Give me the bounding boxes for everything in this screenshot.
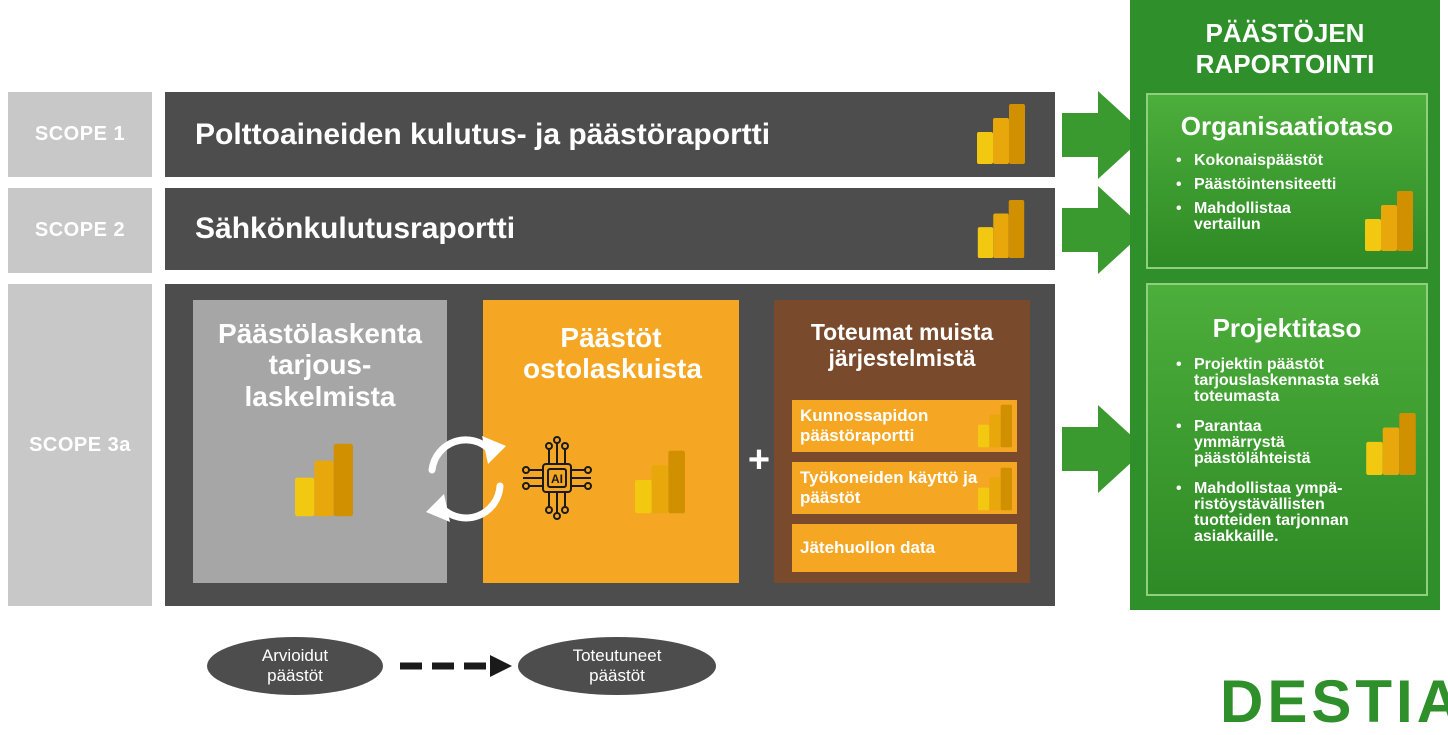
project-level-card: Projektitaso Projektin päästöt tarjousla…	[1146, 283, 1428, 596]
list-item: Päästöintensiteetti	[1170, 177, 1360, 194]
arrow-right-icon	[1062, 91, 1146, 179]
power-bi-icon	[977, 104, 1025, 164]
arrow-right-icon	[1062, 405, 1146, 493]
power-bi-icon	[635, 450, 685, 514]
power-bi-icon	[978, 467, 1012, 511]
scope-1-bar: Polttoaineiden kulutus- ja päästöraportt…	[165, 92, 1055, 177]
list-item: Parantaa ymmärrystä päästölähteistä	[1170, 419, 1334, 467]
purchases-title: Päästöt ostolaskuista	[523, 322, 702, 385]
arrow-right-icon	[1062, 186, 1146, 274]
estimate-column: Päästölaskenta tarjous-laskelmista	[193, 300, 447, 583]
organisation-level-title: Organisaatiotaso	[1180, 111, 1394, 141]
organisation-level-list: Kokonaispäästöt Päästöintensiteetti Mahd…	[1170, 153, 1360, 241]
waste-management-item: Jätehuollon data	[792, 524, 1017, 572]
scope-2-label: SCOPE 2	[8, 188, 152, 273]
refresh-cycle-icon	[426, 436, 506, 522]
dashed-arrow-icon	[400, 655, 512, 677]
scope-2-bar: Sähkönkulutusraportti	[165, 188, 1055, 270]
plus-sign: +	[747, 439, 771, 481]
estimate-title: Päästölaskenta tarjous-laskelmista	[218, 318, 422, 412]
list-item: Kokonaispäästöt	[1170, 153, 1360, 170]
svg-text:AI: AI	[551, 472, 563, 486]
other-systems-title: Toteumat muista järjestelmistä	[810, 319, 994, 371]
organisation-level-card: Organisaatiotaso Kokonaispäästöt Päästöi…	[1146, 93, 1428, 269]
scope-2-title: Sähkönkulutusraportti	[195, 212, 516, 245]
scope-1-label: SCOPE 1	[8, 92, 152, 177]
project-level-list: Projektin päästöt tarjouslaskennasta sek…	[1170, 357, 1390, 553]
power-bi-icon	[295, 443, 353, 517]
power-bi-icon	[978, 404, 1012, 448]
list-item: Mahdollistaa vertailun	[1170, 201, 1324, 233]
reporting-panel: PÄÄSTÖJEN RAPORTOINTI Organisaatiotaso K…	[1130, 0, 1440, 610]
project-level-title: Projektitaso	[1212, 313, 1362, 343]
purchases-column: Päästöt ostolaskuista AI	[483, 300, 739, 583]
power-bi-icon	[977, 200, 1025, 258]
power-bi-icon	[1366, 413, 1416, 475]
ai-chip-icon: AI	[522, 436, 592, 520]
reporting-header: PÄÄSTÖJEN RAPORTOINTI	[1195, 18, 1375, 80]
scope-3a-label: SCOPE 3a	[8, 284, 152, 606]
power-bi-icon	[1365, 191, 1413, 251]
list-item: Mahdollistaa ympä-ristöystävällisten tuo…	[1170, 481, 1390, 545]
list-item: Projektin päästöt tarjouslaskennasta sek…	[1170, 357, 1390, 405]
other-systems-column: Toteumat muista järjestelmistä Kunnossap…	[774, 300, 1030, 583]
scope-1-title: Polttoaineiden kulutus- ja päästöraportt…	[195, 117, 771, 151]
actual-emissions-ellipse: Toteutuneet päästöt	[518, 637, 716, 695]
estimated-emissions-ellipse: Arvioidut päästöt	[207, 637, 383, 695]
company-logo: DESTIA	[1220, 668, 1448, 735]
